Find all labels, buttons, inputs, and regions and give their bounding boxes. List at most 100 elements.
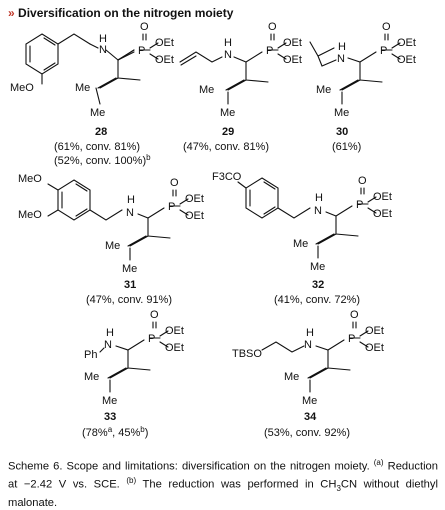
compound-result: (41%, conv. 72%) (274, 294, 360, 306)
methoxy-label: MeO (18, 173, 42, 185)
bond (347, 51, 377, 63)
bond (169, 189, 189, 216)
hydrogen-label: H (306, 327, 314, 339)
oxygen-label: O (170, 177, 179, 189)
hydrogen-label: H (315, 192, 323, 204)
phosphorus-label: P (148, 333, 155, 345)
ethoxy-label: OEt (283, 37, 302, 49)
tbso-label: TBSO (232, 348, 262, 360)
methoxy-label: MeO (10, 82, 34, 94)
methyl-label: Me (122, 263, 137, 275)
bond (339, 61, 383, 91)
nitrogen-label: N (126, 207, 134, 219)
compound-result: (78%a, 45%b) (82, 425, 148, 439)
bond (315, 215, 359, 245)
bond (89, 209, 123, 221)
section-header: » Diversification on the nitrogen moiety (8, 6, 233, 20)
oxygen-label: O (358, 175, 367, 187)
methyl-label: Me (75, 82, 90, 94)
compound-number: 33 (104, 411, 116, 423)
compound-29-structure (179, 33, 287, 105)
bond (315, 339, 345, 351)
nitrogen-label: N (104, 339, 112, 351)
methyl-label: Me (310, 261, 325, 273)
methyl-label: Me (284, 371, 299, 383)
footnote-b-end: CN without diethyl malonate. (8, 478, 438, 509)
bond (357, 187, 377, 214)
bond (261, 341, 305, 353)
bond (149, 321, 169, 348)
methyl-label: Me (84, 371, 99, 383)
ethoxy-label: OEt (365, 342, 384, 354)
bond (95, 87, 101, 105)
ethoxy-label: OEt (165, 325, 184, 337)
footnote-b: The reduction was performed in CH (136, 478, 337, 491)
oxygen-label: O (350, 309, 359, 321)
bond (137, 207, 165, 219)
reaction-scheme: N H O P OEt OEt MeO Me Me 28 (61%, conv.… (10, 21, 416, 439)
methyl-label: Me (316, 84, 331, 96)
ethoxy-label: OEt (397, 37, 416, 49)
compound-number: 28 (95, 126, 107, 138)
oxygen-label: O (382, 21, 391, 33)
methyl-label: Me (293, 238, 308, 250)
compound-result: (47%, conv. 91%) (86, 294, 172, 306)
bond (107, 349, 151, 379)
compound-number: 30 (336, 126, 348, 138)
phosphorus-label: P (348, 333, 355, 345)
section-title: Diversification on the nitrogen moiety (18, 6, 234, 20)
compound-result: (52%, conv. 100%)b (54, 153, 151, 167)
compound-33-structure (99, 321, 169, 393)
compound-result: (61%, conv. 81%) (54, 141, 140, 153)
phosphorus-label: P (380, 45, 387, 57)
bond (267, 33, 287, 60)
nitrogen-label: N (337, 53, 345, 65)
methyl-label: Me (302, 395, 317, 407)
ethoxy-label: OEt (155, 37, 174, 49)
compound-number: 31 (124, 279, 136, 291)
hydrogen-label: H (106, 327, 114, 339)
ethoxy-label: OEt (283, 54, 302, 66)
ethoxy-label: OEt (397, 54, 416, 66)
ethoxy-label: OEt (185, 210, 204, 222)
bond (307, 349, 351, 379)
bond (57, 33, 91, 45)
compound-28-structure (25, 33, 159, 89)
bond (57, 179, 91, 221)
hydrogen-label: H (99, 33, 107, 45)
footnote-b-subscript: 3 (336, 483, 341, 493)
phosphorus-label: P (356, 199, 363, 211)
ethoxy-label: OEt (165, 342, 184, 354)
phosphorus-label: P (266, 45, 273, 57)
bond (139, 33, 159, 60)
chevron-marker: » (8, 6, 15, 20)
bond (249, 181, 276, 215)
footnote-a: Reduction at −2.42 V vs. SCE. (8, 460, 438, 491)
bond (89, 43, 99, 49)
bond (225, 61, 269, 91)
phosphorus-label: P (138, 45, 145, 57)
compound-31-structure (47, 179, 189, 261)
methoxy-label: MeO (18, 209, 42, 221)
methyl-label: Me (220, 107, 235, 119)
compound-result: (61%) (332, 141, 361, 153)
bond (25, 33, 59, 75)
nitrogen-label: N (314, 205, 322, 217)
bond (381, 33, 401, 60)
bond (233, 51, 263, 63)
scheme-caption: Scheme 6. Scope and limitations: diversi… (8, 456, 438, 510)
methyl-label: Me (199, 84, 214, 96)
bond (47, 183, 59, 217)
oxygen-label: O (268, 21, 277, 33)
ethoxy-label: OEt (155, 54, 174, 66)
oxygen-label: O (150, 309, 159, 321)
compound-result: (53%, conv. 92%) (264, 427, 350, 439)
compound-result: (47%, conv. 81%) (183, 141, 269, 153)
bond (127, 217, 171, 247)
nitrogen-label: N (304, 339, 312, 351)
nitrogen-label: N (224, 49, 232, 61)
compound-34-structure (261, 321, 369, 393)
footnote-b-mark: (b) (126, 475, 137, 485)
nitrogen-label: N (99, 44, 107, 56)
bond (277, 207, 311, 219)
